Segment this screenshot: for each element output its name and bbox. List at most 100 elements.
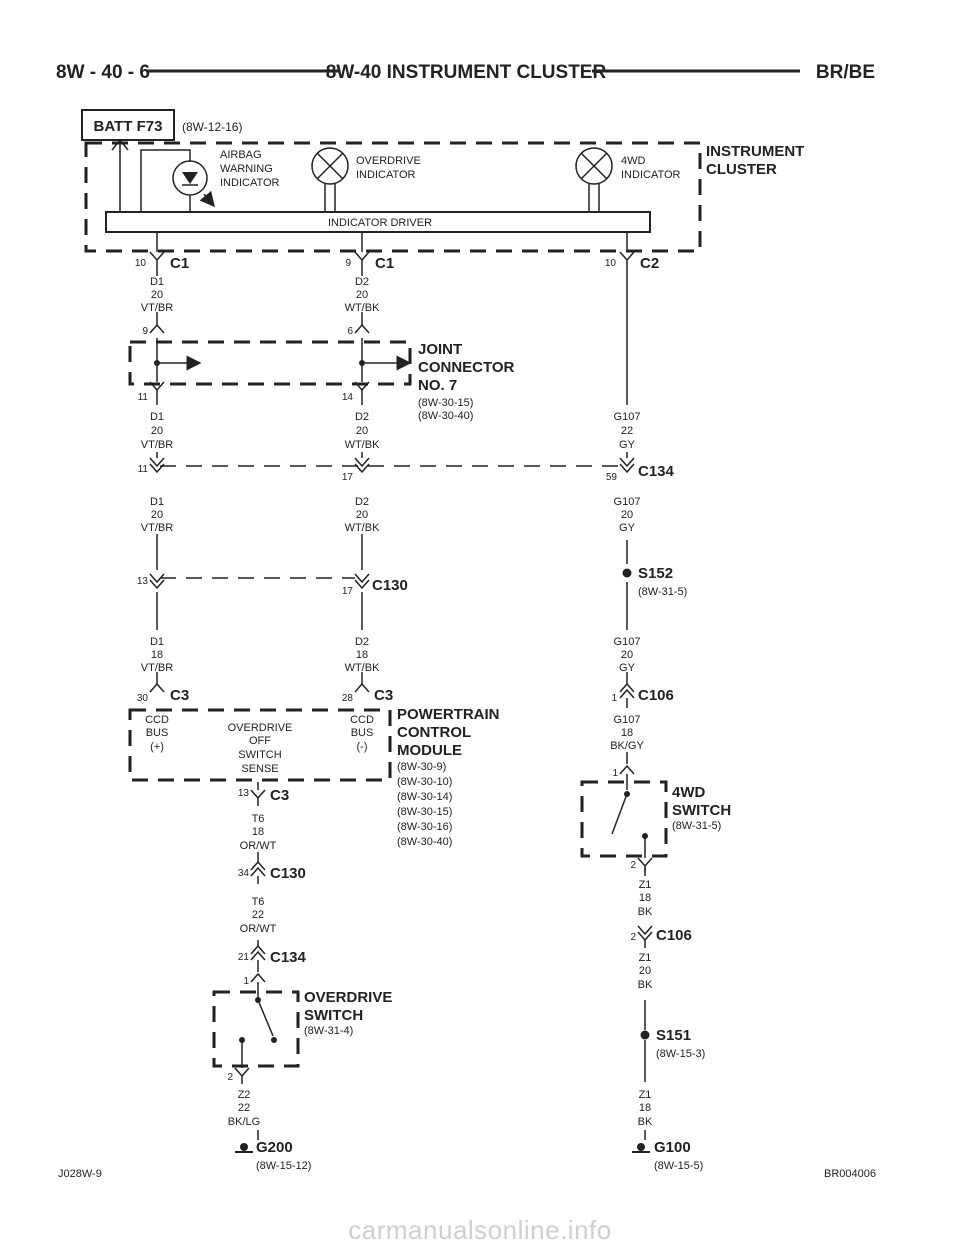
joint-label-3: NO. 7 — [418, 377, 457, 394]
ccd-pos-3: (+) — [150, 741, 164, 753]
airbag-warning-indicator: AIRBAG WARNING INDICATOR — [172, 149, 280, 212]
wire-color: VT/BR — [141, 439, 173, 451]
wire-gauge: 22 — [621, 425, 633, 437]
wire-circuit: G107 — [614, 714, 641, 726]
ground-g100: G100 (8W-15-5) — [632, 1139, 703, 1172]
odsw-pin1-icon — [250, 972, 266, 983]
instrument-cluster: INSTRUMENT CLUSTER AIRBAG WARNING INDICA… — [84, 138, 804, 253]
c134-59-icon — [619, 457, 635, 474]
pcm-label-3: MODULE — [397, 742, 462, 759]
batt-label: BATT F73 — [94, 118, 163, 135]
wire-gauge: 18 — [639, 1102, 651, 1114]
c134-11-icon — [149, 457, 165, 474]
wire-color: WT/BK — [345, 302, 380, 314]
wire-gauge: 18 — [621, 727, 633, 739]
odsw-pin2-icon — [234, 1067, 250, 1084]
ccd-pos-1: CCD — [145, 714, 169, 726]
wire-label-d2-d: D2 18 WT/BK — [345, 636, 380, 674]
pcm-label-1: POWERTRAIN — [397, 706, 500, 723]
c3-30-icon — [149, 682, 165, 693]
odsw-boundary — [212, 990, 300, 1068]
wire-color: VT/BR — [141, 302, 173, 314]
c106-1-icon — [619, 682, 635, 699]
pcm-ref-3: (8W-30-14) — [397, 791, 452, 803]
connector-c1-9-icon — [354, 251, 370, 268]
batt-ref: (8W-12-16) — [182, 120, 242, 134]
joint-label-1: JOINT — [418, 341, 462, 358]
wire-gauge: 22 — [238, 1102, 250, 1114]
c106-2-icon — [637, 925, 653, 942]
wire-circuit: G107 — [614, 411, 641, 423]
switch-contact — [239, 1037, 245, 1043]
fwd-text-1: 4WD — [621, 155, 646, 167]
connector-c2-10-icon — [619, 251, 635, 266]
joint-pin9-icon — [149, 323, 165, 334]
lamp-icon — [575, 147, 613, 185]
fwdsw-label-1: 4WD — [672, 784, 706, 801]
connector-c1-10-icon — [149, 251, 165, 268]
pin-label: 13 — [137, 576, 149, 587]
wire-label-t6-b: T6 22 OR/WT — [240, 896, 277, 935]
lamp-x2 — [316, 152, 344, 180]
batt-f73-fuse: BATT F73 (8W-12-16) — [81, 109, 242, 141]
pin-label: 9 — [345, 258, 351, 269]
connector-label: C106 — [656, 927, 692, 944]
wire-color: WT/BK — [345, 439, 380, 451]
joint-label-2: CONNECTOR — [418, 359, 515, 376]
joint-ref-2: (8W-30-40) — [418, 410, 473, 422]
batt-arrow — [111, 138, 129, 151]
fwdsw-boundary — [580, 780, 668, 858]
pin-label: 34 — [238, 868, 250, 879]
connector-label: C3 — [374, 687, 393, 704]
wire-labels: D1 20 VT/BR D2 20 WT/BK D1 20 VT/BR D2 2… — [141, 276, 653, 1128]
ground-icon — [637, 1143, 645, 1151]
airbag-text-2: WARNING — [220, 163, 273, 175]
wire-circuit: D1 — [150, 636, 164, 648]
led-icon — [182, 172, 198, 184]
od-text-1: OVERDRIVE — [356, 155, 421, 167]
wire-gauge: 20 — [356, 289, 368, 301]
wire-label-g107-a: G107 22 GY — [614, 411, 641, 451]
c134-17-icon — [354, 457, 370, 474]
pin-label: 13 — [238, 788, 250, 799]
splice-s152: S152 (8W-31-5) — [622, 565, 687, 598]
wire-color: VT/BR — [141, 522, 173, 534]
lamp-icon — [311, 147, 349, 185]
wire-label-d1-c: D1 20 VT/BR — [141, 496, 173, 534]
pcm-ref-6: (8W-30-40) — [397, 836, 452, 848]
wire-gauge: 20 — [151, 425, 163, 437]
fourwd-switch: 4WD SWITCH (8W-31-5) — [580, 780, 731, 858]
model-code: BR/BE — [816, 62, 875, 83]
wire-label-g107-b: G107 20 GY — [614, 496, 641, 534]
s151-label: S151 — [656, 1027, 691, 1044]
od-sense-4: SENSE — [241, 763, 278, 775]
wire-color: VT/BR — [141, 662, 173, 674]
od-sense-1: OVERDRIVE — [228, 722, 293, 734]
joint-pin6-icon — [354, 323, 370, 334]
pcm-ref-2: (8W-30-10) — [397, 776, 452, 788]
cluster-label-2: CLUSTER — [706, 161, 777, 178]
pin-label: 17 — [342, 586, 354, 597]
wire-label-z1-c: Z1 18 BK — [638, 1089, 653, 1128]
wire-label-z1-a: Z1 18 BK — [638, 879, 653, 918]
wire-circuit: Z1 — [639, 1089, 652, 1101]
pin-label: 10 — [135, 258, 147, 269]
ccd-neg-2: BUS — [351, 727, 374, 739]
connector-symbols — [149, 251, 653, 1084]
fwd-text-2: INDICATOR — [621, 169, 681, 181]
wire-color: BK — [638, 979, 653, 991]
wire-label-d1-a: D1 20 VT/BR — [141, 276, 173, 314]
fwdsw-pin1-icon — [619, 764, 635, 775]
connector-label: C3 — [170, 687, 189, 704]
wire-circuit: G107 — [614, 636, 641, 648]
wire-circuit: D2 — [355, 411, 369, 423]
indicator-driver-label: INDICATOR DRIVER — [328, 217, 432, 229]
wire-gauge: 20 — [151, 509, 163, 521]
wire-circuit: D1 — [150, 411, 164, 423]
g100-ref: (8W-15-5) — [654, 1160, 703, 1172]
s152-ref: (8W-31-5) — [638, 586, 687, 598]
wires — [156, 232, 646, 1140]
page-header: 8W - 40 - 6 8W-40 INSTRUMENT CLUSTER BR/… — [56, 62, 875, 83]
wire-color: BK — [638, 1116, 653, 1128]
cluster-label-1: INSTRUMENT — [706, 143, 804, 160]
